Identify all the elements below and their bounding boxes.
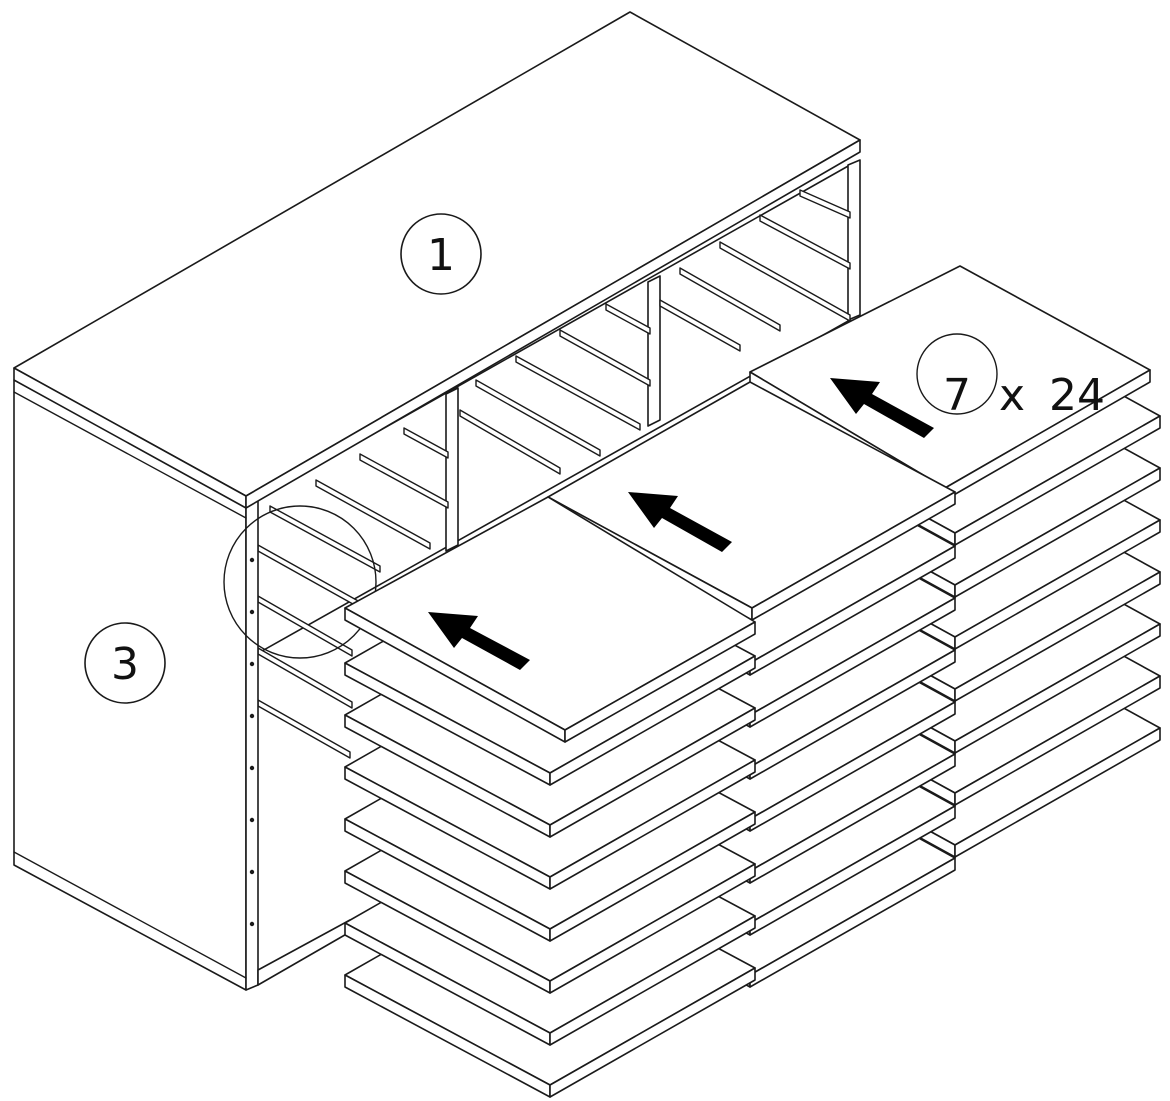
side-panel-inner-edge bbox=[245, 499, 259, 991]
quantity-callout: 7 x 24 bbox=[916, 333, 1105, 421]
cabinet-divider-middle bbox=[647, 275, 661, 427]
runners-middle-bay bbox=[459, 303, 651, 475]
quantity-part-number: 24 bbox=[1049, 370, 1105, 421]
cabinet-right-panel-edge bbox=[847, 159, 861, 321]
quantity-count: 7 bbox=[943, 370, 971, 421]
callout-top-panel: 1 bbox=[400, 213, 482, 295]
insert-arrow-right bbox=[830, 378, 934, 438]
insert-arrow-middle bbox=[628, 492, 732, 552]
side-panel-top-edge-line bbox=[13, 391, 247, 519]
insert-arrow-left bbox=[428, 612, 530, 670]
cabinet-bottom-edge bbox=[257, 919, 351, 986]
side-panel-bottom-edge-line bbox=[13, 851, 247, 979]
callout-circle-side-panel bbox=[84, 622, 166, 704]
shelf-stack-left bbox=[344, 496, 756, 1098]
quantity-part-circle bbox=[916, 333, 998, 415]
top-panel-right-edge bbox=[245, 139, 861, 509]
callout-circle-top-panel bbox=[400, 213, 482, 295]
callout-label-side-panel: 3 bbox=[111, 639, 139, 690]
shelf-top-left bbox=[344, 496, 756, 743]
quantity-times: x bbox=[999, 370, 1025, 421]
detail-circle bbox=[223, 505, 377, 659]
cabinet-divider-left bbox=[445, 387, 459, 552]
cam-lock-dots bbox=[249, 557, 255, 927]
runners-right-bay bbox=[659, 189, 851, 352]
callout-side-panel: 3 bbox=[84, 622, 166, 704]
callout-label-top-panel: 1 bbox=[427, 230, 455, 281]
